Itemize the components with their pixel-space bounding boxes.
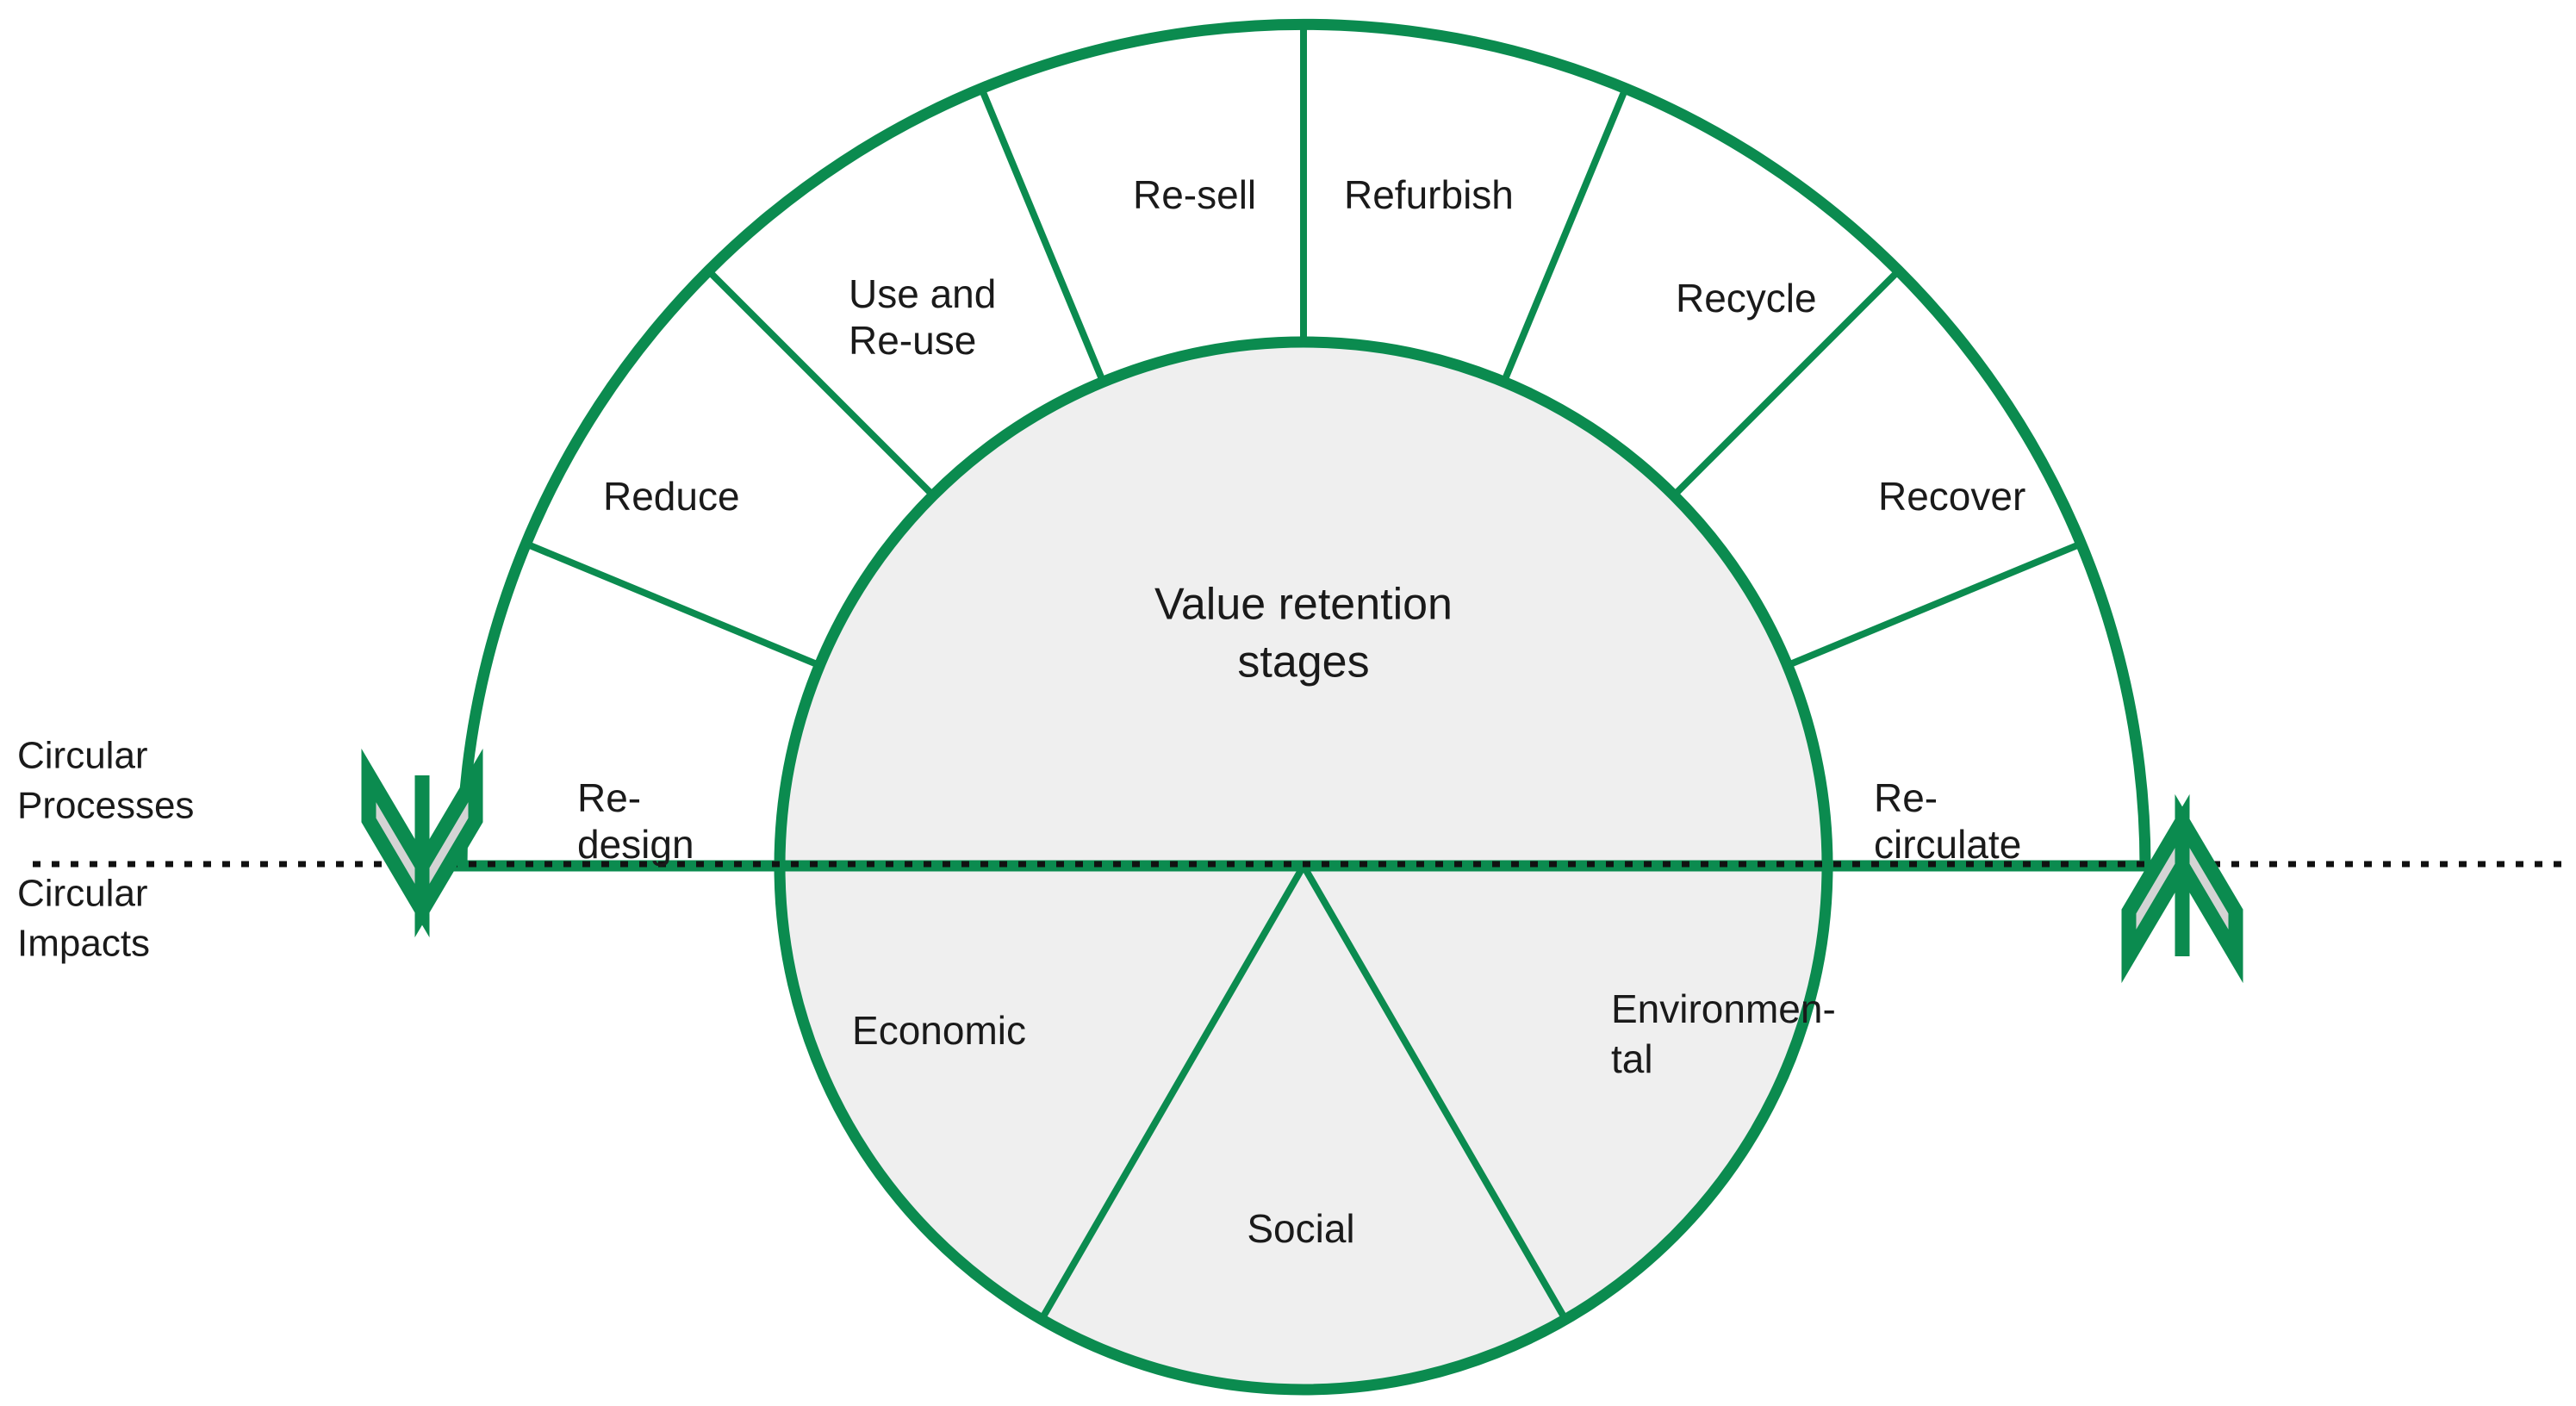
side-label-circular-processes-line-2: Processes [17,785,194,827]
stage-label-re-sell-line-1: Re-sell [1133,172,1256,217]
ring-divider [706,268,936,498]
arrowhead-wing-outline [2175,793,2243,984]
arrowhead-wing-outline [414,748,483,938]
impact-label-economic: Economic [852,1008,1026,1053]
stage-label-recycle: Recycle [1676,276,1817,320]
stage-label-recover: Recover [1878,474,2025,519]
impact-label-environmental: Environmen-tal [1611,986,1836,1081]
stage-label-reduce: Reduce [603,474,740,519]
impact-wedge-divider [1038,864,1307,1322]
core-title: Value retention stages [1154,580,1453,687]
flow-arrowheads [361,748,2243,984]
stage-label-re-circulate-line-2: circulate [1874,822,2021,867]
impact-wedge-divider [1300,864,1569,1322]
side-label-circular-impacts-line-2: Impacts [17,923,150,965]
side-label-circular-processes-line-1: Circular [17,735,148,777]
ring-divider [1786,540,2083,669]
core-title-line-1: Value retention [1154,580,1453,630]
impact-label-social-line-1: Social [1247,1206,1354,1251]
stage-label-use-and-re-use-line-1: Use and [849,271,996,316]
stage-label-re-circulate: Re-circulate [1874,775,2021,867]
stage-label-re-sell: Re-sell [1133,172,1256,217]
impact-label-economic-line-1: Economic [852,1008,1026,1053]
stage-label-refurbish-line-1: Refurbish [1344,172,1514,217]
stage-label-re-design-line-2: design [577,822,694,867]
side-label-circular-impacts-line-1: Circular [17,873,148,915]
impact-label-social: Social [1247,1206,1354,1251]
circular-impacts-dividers [1038,864,1569,1322]
stage-label-re-design: Re-design [577,775,694,867]
core-title-line-2: stages [1237,638,1369,687]
stage-label-reduce-line-1: Reduce [603,474,740,519]
stage-label-refurbish: Refurbish [1344,172,1514,217]
ring-divider [1671,268,1901,498]
stage-label-recycle-line-1: Recycle [1676,276,1817,320]
stage-label-recover-line-1: Recover [1878,474,2025,519]
ring-divider [1500,86,1629,383]
impact-label-environmental-line-2: tal [1611,1036,1653,1081]
impact-label-environmental-line-1: Environmen- [1611,986,1836,1031]
stage-label-re-design-line-1: Re- [577,775,641,820]
ring-divider [978,86,1107,383]
outer-arc [456,18,2151,867]
stage-label-re-circulate-line-1: Re- [1874,775,1938,820]
stage-label-use-and-re-use-line-2: Re-use [849,318,976,363]
ring-divider [524,540,821,669]
